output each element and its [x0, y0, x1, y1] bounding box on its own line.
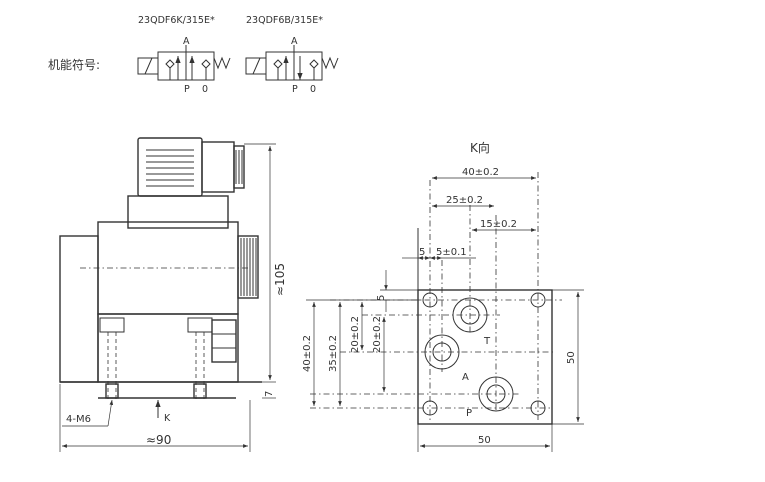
dim-20b-v: 20±0.2: [372, 316, 383, 353]
dim-5-v: 5: [376, 295, 387, 301]
dim-35-v: 35±0.2: [328, 335, 339, 372]
side-view: K ≈105 7 ≈90 4-M6: [59, 137, 287, 452]
symbol-left-port-a: A: [183, 36, 190, 47]
dim-5-h: 5: [419, 247, 425, 258]
port-p-label: P: [466, 408, 472, 419]
dim-15-h: 15±0.2: [480, 219, 517, 230]
symbol-label: 机能符号:: [48, 57, 100, 72]
base-dim-label: 7: [264, 391, 275, 397]
dim-40-h: 40±0.2: [462, 167, 499, 178]
view-marker-k: K: [164, 413, 171, 424]
hydraulic-symbol-right: A P 0: [245, 36, 339, 95]
dim-40-v: 40±0.2: [302, 335, 313, 372]
symbol-right-port-p: P: [292, 84, 298, 95]
port-a-label: A: [462, 372, 469, 383]
dim-20a-v: 20±0.2: [350, 316, 361, 353]
dim-25-h: 25±0.2: [446, 195, 483, 206]
port-t-label: T: [483, 336, 491, 347]
model-left-label: 23QDF6K/315E*: [138, 15, 215, 26]
symbol-left-port-o: 0: [202, 84, 208, 95]
height-dim-label: ≈105: [273, 263, 287, 296]
width-dim-label: ≈90: [146, 433, 171, 447]
dim-50-v: 50: [566, 351, 577, 364]
thread-label: 4-M6: [66, 414, 91, 425]
symbol-right-port-a: A: [291, 36, 298, 47]
dim-5b-h: 5±0.1: [436, 247, 467, 258]
model-right-label: 23QDF6B/315E*: [246, 15, 323, 26]
hydraulic-symbol-left: A P 0: [137, 36, 231, 95]
k-view-title: K向: [470, 140, 490, 155]
k-view: K向 T A P 40±0.2 25±0.2: [302, 140, 584, 452]
symbol-right-port-o: 0: [310, 84, 316, 95]
symbol-left-port-p: P: [184, 84, 190, 95]
dim-50-h: 50: [478, 435, 491, 446]
